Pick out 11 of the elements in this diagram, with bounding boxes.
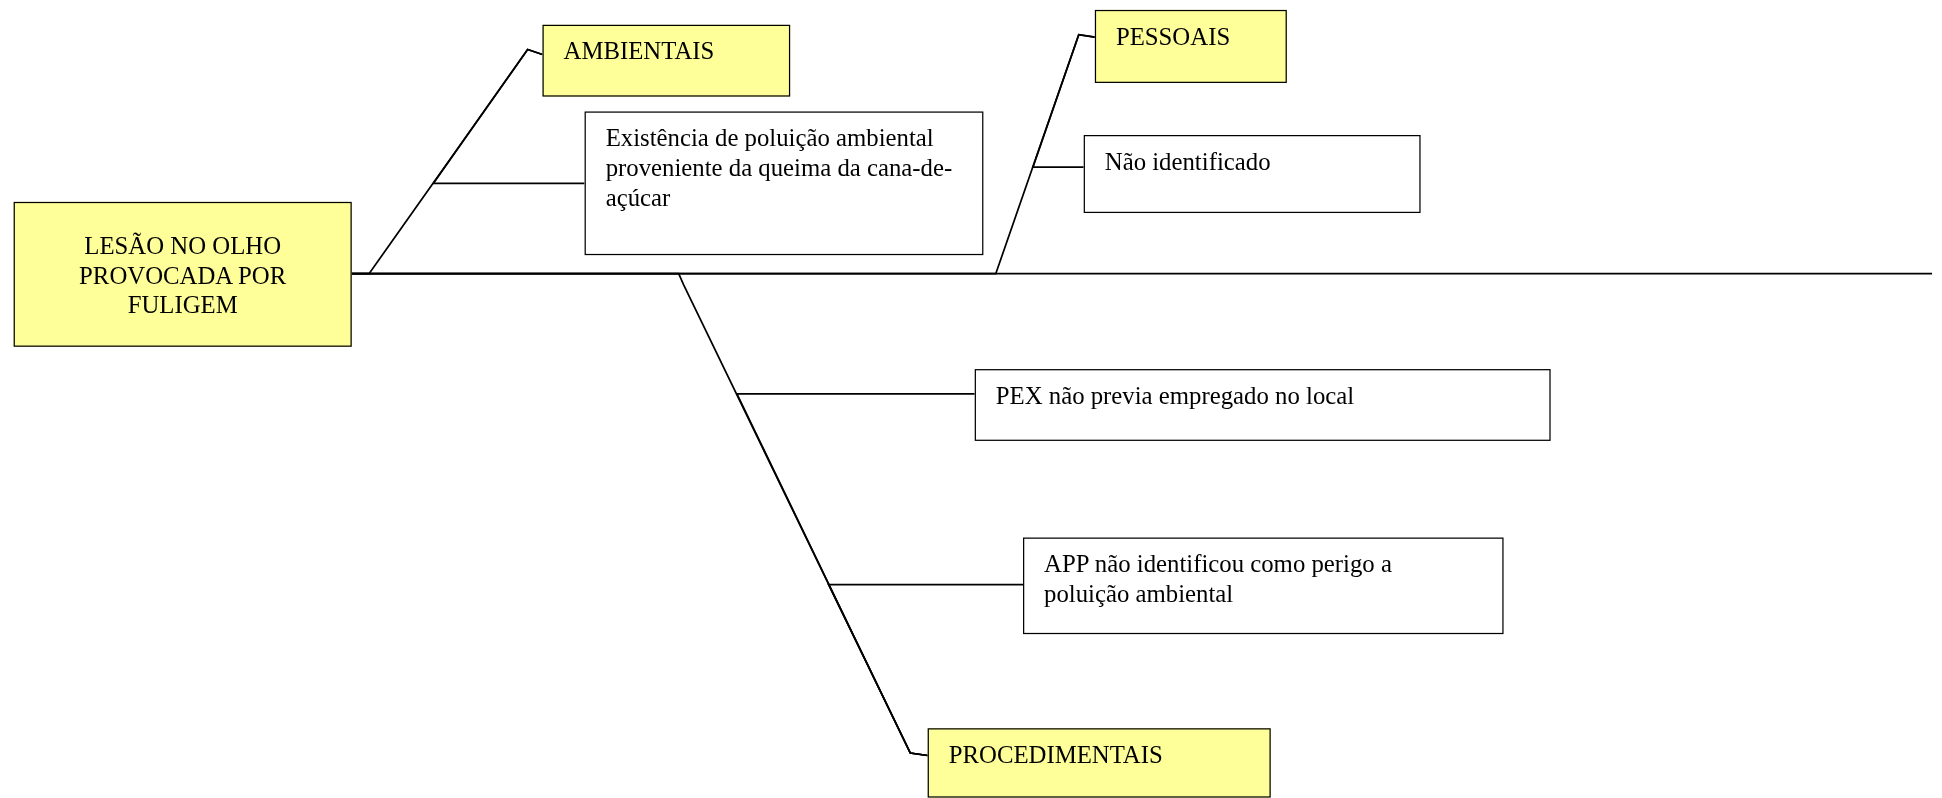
category-box: PESSOAIS xyxy=(1094,9,1287,83)
bone-line xyxy=(1031,33,1096,169)
effect-box: LESÃO NO OLHO PROVOCADA POR FULIGEM xyxy=(13,201,352,347)
cause-box: Existência de poluição ambiental proveniente da queima da cana-de-açúcar xyxy=(584,111,984,256)
cause-box: Não identificado xyxy=(1083,135,1421,214)
cause-box: PEX não previa empregado no local xyxy=(974,369,1551,441)
category-box: AMBIENTAIS xyxy=(542,24,791,97)
category-box: PROCEDIMENTAIS xyxy=(927,728,1271,798)
cause-box: APP não identificou como perigo a poluição ambiental xyxy=(1023,537,1504,635)
bone-line xyxy=(827,583,1024,757)
bone-line xyxy=(431,48,586,185)
